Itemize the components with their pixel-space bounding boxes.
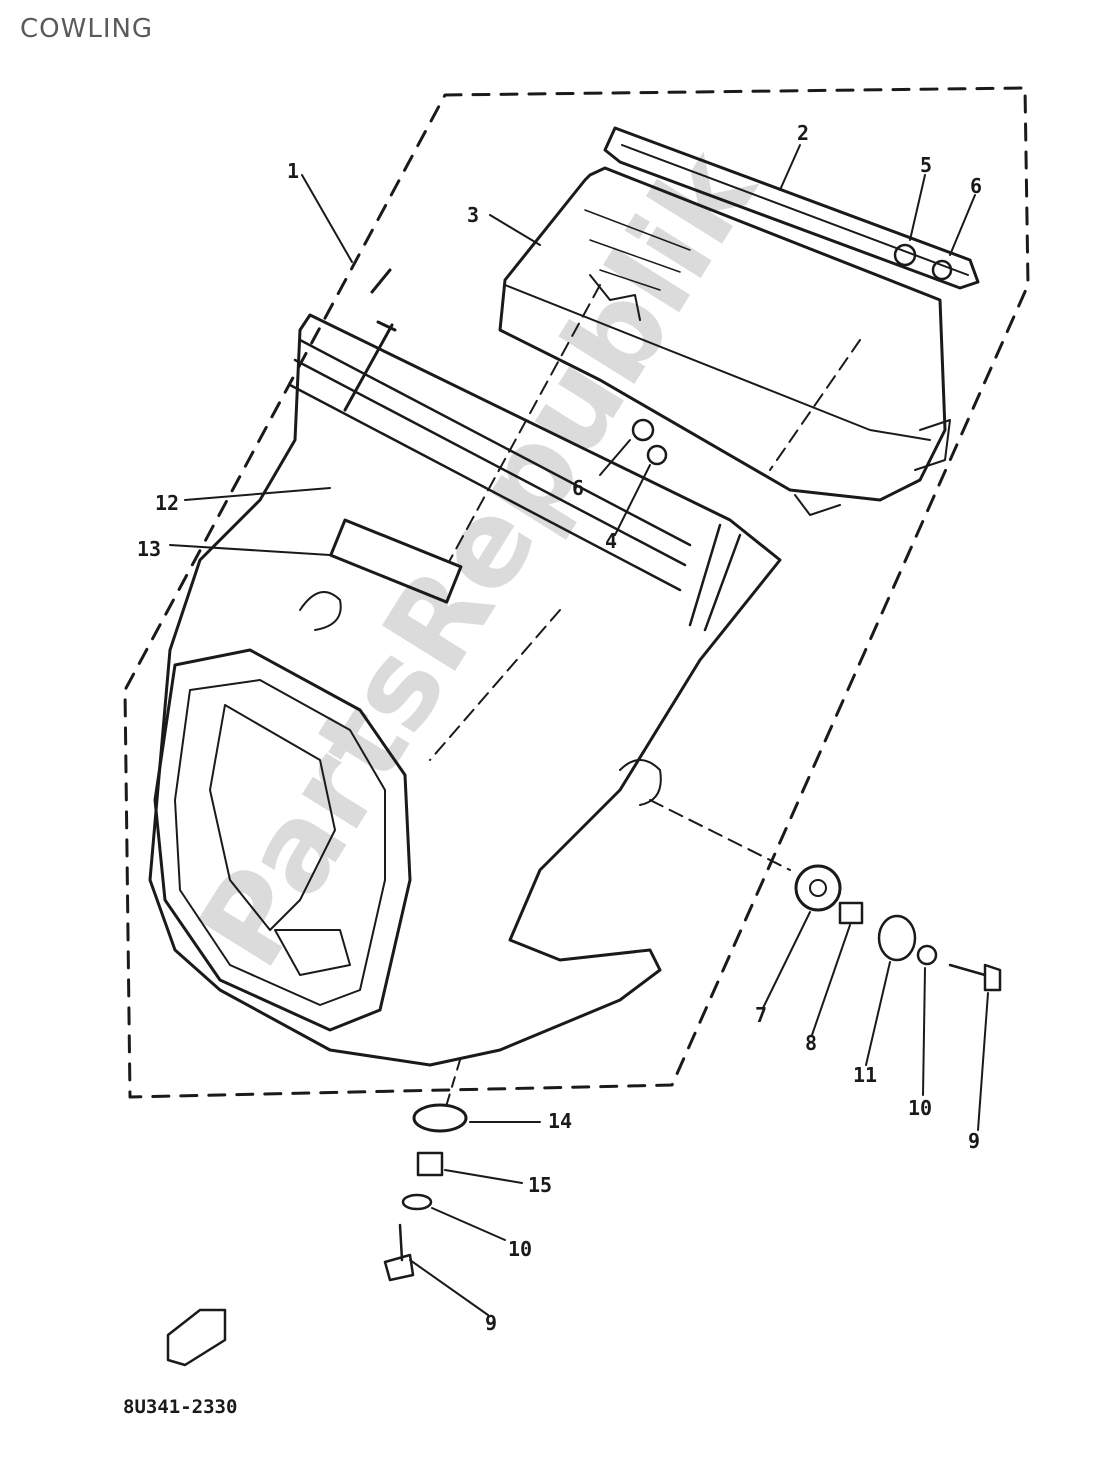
align-line-bottom	[444, 1059, 461, 1111]
windscreen-tab-left	[589, 274, 641, 321]
grommet-7	[794, 864, 842, 912]
trim-edge-line	[621, 144, 969, 276]
align-line-right	[769, 339, 861, 471]
callout-2: 2	[797, 121, 809, 145]
washer-11	[877, 914, 917, 962]
callout-10-bottom: 10	[508, 1237, 532, 1261]
callout-9-side: 9	[968, 1129, 980, 1153]
screw-upper-left	[343, 268, 397, 412]
callout-13: 13	[137, 537, 161, 561]
headlight-recess	[209, 704, 336, 931]
bolt-9-bottom	[383, 1223, 415, 1282]
nut-6-lower	[631, 418, 655, 442]
callout-6-upper: 6	[970, 174, 982, 198]
windscreen-tab-right	[794, 494, 841, 516]
washer-5	[893, 243, 917, 267]
windscreen-trim	[603, 126, 980, 290]
callout-5: 5	[920, 153, 932, 177]
callout-14: 14	[548, 1109, 572, 1133]
leader-lines	[169, 144, 989, 1316]
callout-11: 11	[853, 1063, 877, 1087]
nut-10-side	[916, 944, 938, 966]
page-title: COWLING	[20, 14, 154, 44]
callout-1: 1	[287, 159, 299, 183]
collar-8	[838, 901, 864, 925]
callout-15: 15	[528, 1173, 552, 1197]
align-line-lower	[429, 609, 561, 761]
mount-boss-upper	[299, 591, 342, 631]
windscreen-tab-side	[914, 419, 951, 471]
windscreen-lower-edge	[504, 284, 931, 441]
assembly-outline	[123, 86, 1030, 1099]
leader-1	[301, 174, 353, 263]
windscreen	[498, 166, 947, 502]
callout-4: 4	[605, 529, 617, 553]
nut-6-upper	[931, 259, 953, 281]
washer-4	[646, 444, 668, 466]
bracket-bottom-left	[166, 1308, 227, 1367]
windscreen-glare	[584, 209, 691, 291]
align-line-fastener	[649, 799, 791, 871]
bolt-9-side	[948, 963, 1002, 992]
diagram-code: 8U341-2330	[123, 1396, 237, 1418]
callout-9-bottom: 9	[485, 1311, 497, 1335]
collar-15	[416, 1151, 444, 1177]
callout-8: 8	[805, 1031, 817, 1055]
callout-7: 7	[755, 1003, 767, 1027]
callout-10-side: 10	[908, 1096, 932, 1120]
grommet-7-hole	[809, 879, 827, 897]
callout-3: 3	[467, 203, 479, 227]
cowling-body	[148, 313, 782, 1067]
headlight-opening	[153, 648, 412, 1032]
callout-6-lower: 6	[572, 476, 584, 500]
grommet-14	[412, 1103, 468, 1133]
yamaha-emblem	[329, 518, 463, 604]
headlight-lower-recess	[274, 929, 351, 976]
headlight-inner-rim	[174, 679, 386, 1006]
cowling-right-edge	[688, 523, 742, 632]
align-line-left	[449, 284, 601, 561]
callout-12: 12	[155, 491, 179, 515]
washer-10-bottom	[401, 1193, 433, 1211]
watermark: PartsRepublik	[172, 125, 784, 990]
